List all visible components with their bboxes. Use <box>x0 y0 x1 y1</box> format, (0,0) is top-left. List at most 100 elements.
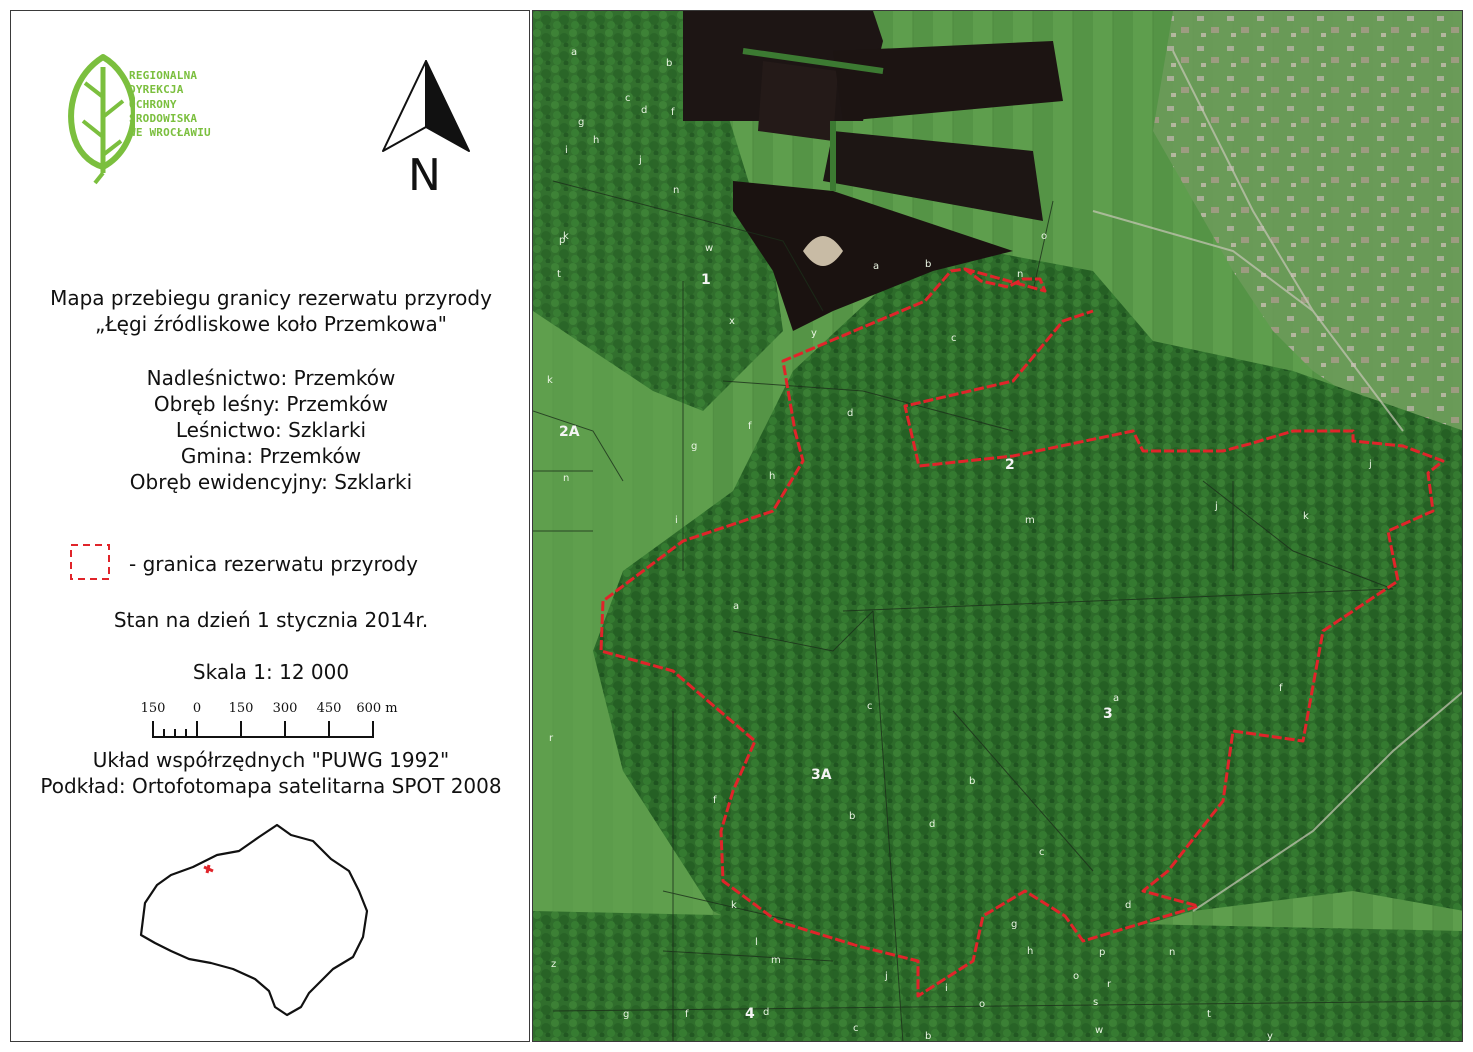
svg-text:h: h <box>769 471 775 482</box>
svg-text:x: x <box>729 316 735 327</box>
svg-text:d: d <box>929 819 935 830</box>
forest-reserve-canopy <box>593 241 1462 971</box>
logo-line: WE WROCŁAWIU <box>129 126 211 140</box>
svg-text:i: i <box>675 515 678 526</box>
compartment-lines <box>533 180 1462 1041</box>
svg-text:n: n <box>1017 269 1023 280</box>
svg-text:k: k <box>731 900 737 911</box>
svg-text:f: f <box>713 795 717 806</box>
svg-text:w: w <box>1095 1025 1103 1036</box>
svg-text:d: d <box>641 105 647 116</box>
info-obreb-lesny: Obręb leśny: Przemków <box>153 392 389 416</box>
scale-tick-label: 600 m <box>356 701 398 716</box>
scale-text: Skala 1: 12 000 <box>192 660 350 684</box>
svg-text:b: b <box>969 776 975 787</box>
svg-text:m: m <box>1025 515 1035 526</box>
svg-text:l: l <box>755 937 758 948</box>
compartment-label: 4 <box>745 1006 755 1022</box>
admin-info: Nadleśnictwo: Przemków Obręb leśny: Prze… <box>11 365 531 495</box>
svg-text:j: j <box>1214 501 1218 512</box>
subdivision-labels: a b c d f g h i j k x y c d g f h i k n <box>547 47 1372 1042</box>
svg-text:g: g <box>578 117 584 128</box>
svg-text:k: k <box>1303 511 1309 522</box>
svg-text:m: m <box>771 955 781 966</box>
svg-text:c: c <box>853 1023 859 1034</box>
title-line-1: Mapa przebiegu granicy rezerwatu przyrod… <box>50 286 492 310</box>
svg-text:o: o <box>979 999 985 1010</box>
svg-text:j: j <box>884 971 888 982</box>
svg-text:b: b <box>666 58 672 69</box>
village-area <box>1153 11 1462 480</box>
svg-text:g: g <box>623 1009 629 1020</box>
svg-text:a: a <box>571 47 577 58</box>
svg-text:f: f <box>1279 683 1283 694</box>
svg-text:h: h <box>1027 946 1033 957</box>
scale-bar-labels: 150 0 150 300 450 600 m <box>141 701 431 721</box>
svg-text:t: t <box>1207 1009 1211 1020</box>
reserve-boundary <box>599 267 1445 998</box>
info-obreb-ewidencyjny: Obręb ewidencyjny: Szklarki <box>129 470 413 494</box>
scale-tick-label: 300 <box>272 701 298 716</box>
svg-text:d: d <box>763 1007 769 1018</box>
svg-text:j: j <box>638 155 642 166</box>
svg-text:b: b <box>925 259 931 270</box>
svg-text:b: b <box>849 811 855 822</box>
svg-text:o: o <box>1041 231 1047 242</box>
svg-text:o: o <box>1073 971 1079 982</box>
svg-text:b: b <box>925 1031 931 1042</box>
logo-line: REGIONALNA <box>129 69 198 82</box>
fish-ponds <box>683 11 1063 331</box>
svg-text:n: n <box>1169 947 1175 958</box>
svg-text:n: n <box>563 473 569 484</box>
map-canvas: 1 2 2A 3 3A 4 a b c d f g h i j k x y c … <box>533 11 1462 1042</box>
coordinate-info: Układ współrzędnych "PUWG 1992" Podkład:… <box>11 747 531 799</box>
svg-text:k: k <box>563 231 569 242</box>
north-letter: N <box>408 150 441 201</box>
svg-text:h: h <box>593 135 599 146</box>
svg-text:i: i <box>565 145 568 156</box>
svg-text:a: a <box>873 261 879 272</box>
north-arrow-icon <box>382 60 470 152</box>
svg-text:c: c <box>1039 847 1045 858</box>
svg-text:f: f <box>685 1009 689 1020</box>
svg-text:c: c <box>625 93 631 104</box>
basemap-source: Podkład: Ortofotomapa satelitarna SPOT 2… <box>40 774 502 798</box>
svg-text:r: r <box>549 733 554 744</box>
compartment-label: 2A <box>559 424 580 440</box>
svg-text:n: n <box>673 185 679 196</box>
scale-tick-label: 150 <box>140 701 166 716</box>
compartment-label: 3A <box>811 767 832 783</box>
legend-panel: REGIONALNA DYREKCJA OCHRONY ŚRODOWISKA W… <box>10 10 530 1042</box>
status-date: Stan na dzień 1 stycznia 2014r. <box>113 608 429 632</box>
svg-text:p: p <box>559 235 565 246</box>
svg-text:d: d <box>847 408 853 419</box>
svg-text:t: t <box>557 269 561 280</box>
orthophoto-map[interactable]: 1 2 2A 3 3A 4 a b c d f g h i j k x y c … <box>532 10 1463 1042</box>
svg-text:c: c <box>867 701 873 712</box>
svg-text:y: y <box>811 328 817 339</box>
svg-text:d: d <box>1125 900 1131 911</box>
logo-line: DYREKCJA <box>129 83 184 97</box>
scale-tick-label: 0 <box>192 701 202 716</box>
map-title: Mapa przebiegu granicy rezerwatu przyrod… <box>11 285 531 337</box>
svg-text:s: s <box>1093 997 1098 1008</box>
svg-text:r: r <box>1107 979 1112 990</box>
svg-text:a: a <box>1113 693 1119 704</box>
svg-text:c: c <box>951 333 957 344</box>
svg-text:z: z <box>551 959 556 970</box>
info-nadlesnictwo: Nadleśnictwo: Przemków <box>146 366 396 390</box>
svg-text:j: j <box>1368 459 1372 470</box>
coordinate-system: Układ współrzędnych "PUWG 1992" <box>92 748 450 772</box>
info-lesnictwo: Leśnictwo: Szklarki <box>175 418 367 442</box>
compartment-label: 2 <box>1005 457 1015 473</box>
logo-line: ŚRODOWISKA <box>129 111 198 125</box>
svg-text:a: a <box>733 601 739 612</box>
compartment-label: 1 <box>701 272 711 288</box>
compartment-label: 3 <box>1103 706 1113 722</box>
logo-line: OCHRONY <box>129 97 177 111</box>
svg-text:i: i <box>945 983 948 994</box>
svg-text:w: w <box>705 243 713 254</box>
svg-text:g: g <box>691 441 697 452</box>
svg-text:p: p <box>1099 947 1105 958</box>
